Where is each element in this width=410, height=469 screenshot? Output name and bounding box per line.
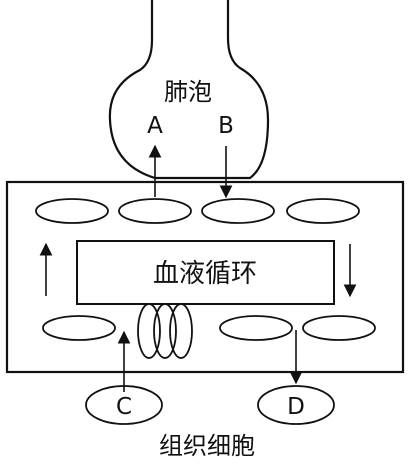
blood-cell: [35, 198, 109, 224]
tissue-cells-label: 组织细胞: [159, 432, 255, 460]
alveolus-label: 肺泡: [164, 78, 212, 106]
blood-cell: [201, 198, 275, 224]
blood-cell: [219, 315, 293, 341]
circulation-label: 血液循环: [153, 259, 257, 289]
label-b: B: [218, 113, 234, 139]
blood-cell-edge-on: [169, 303, 193, 359]
blood-cell: [118, 198, 192, 224]
blood-cell: [286, 198, 360, 224]
vessel-frame: [5, 180, 405, 374]
circulation-box: [76, 240, 335, 305]
label-c: C: [116, 394, 132, 420]
blood-cell: [42, 315, 116, 341]
label-d: D: [287, 394, 305, 420]
substance-c-ellipse: [85, 385, 163, 425]
label-a: A: [147, 113, 163, 139]
substance-d-ellipse: [257, 385, 335, 425]
blood-cell-edge-on: [153, 303, 177, 359]
blood-cell-edge-on: [137, 303, 161, 359]
blood-cell: [302, 315, 376, 341]
